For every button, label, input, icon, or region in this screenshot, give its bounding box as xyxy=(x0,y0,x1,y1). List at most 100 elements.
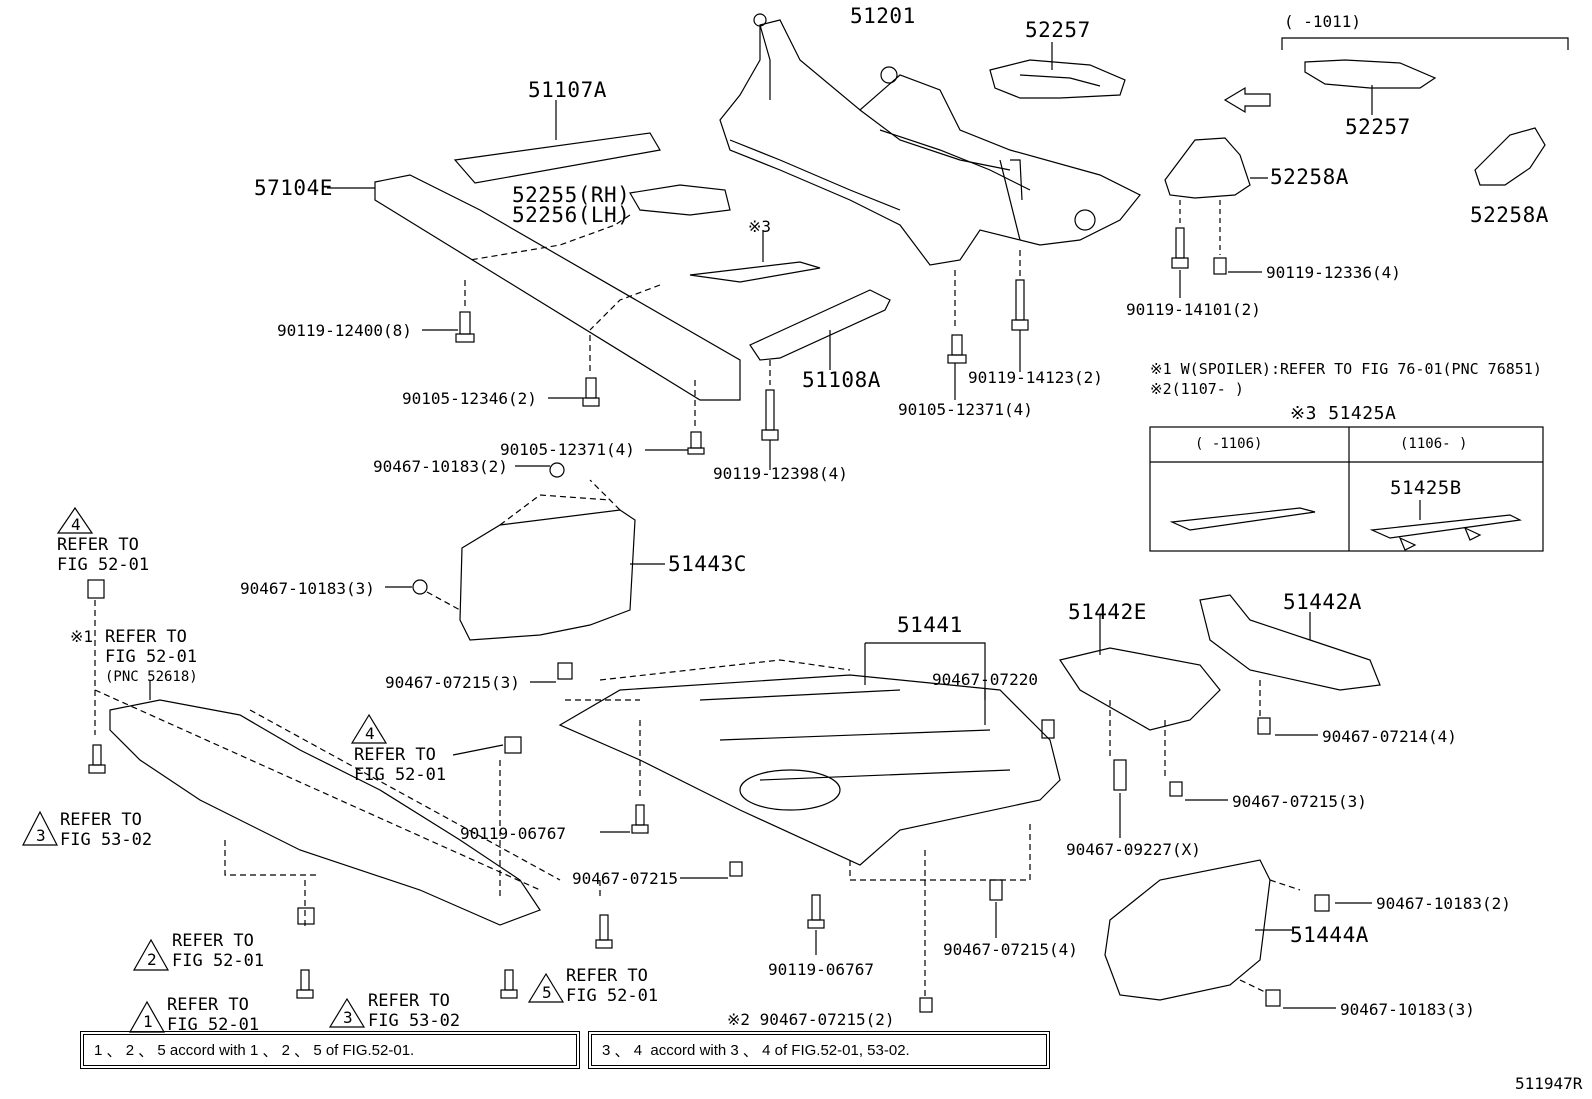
arrow-icon xyxy=(1223,86,1271,114)
part-label-52256: 52256(LH) xyxy=(512,203,631,227)
ref-text: FIG 53-02 xyxy=(60,830,153,850)
part-label-90467-07215-d: 90467-07215(4) xyxy=(943,940,1078,959)
member-51107A[interactable] xyxy=(453,132,661,184)
part-label-90119-12400: 90119-12400(8) xyxy=(277,321,412,340)
crossmember-57104E[interactable] xyxy=(374,174,741,401)
legend-number: 3 xyxy=(730,1041,739,1059)
ref-text: (PNC 52618) xyxy=(105,669,198,685)
legend-number: 1 xyxy=(94,1041,103,1059)
legend-number: 4 xyxy=(633,1041,643,1059)
engine-undercover-51441[interactable] xyxy=(558,674,1061,866)
bolt-icon xyxy=(88,744,825,999)
undercover-51442A[interactable] xyxy=(1199,594,1381,691)
ref-triangle-number: 3 xyxy=(36,826,46,845)
bracket-52257[interactable] xyxy=(989,42,1126,99)
ref-text: REFER TO xyxy=(368,991,450,1011)
note-mark-3: ※3 xyxy=(748,217,772,236)
part-label-90467-10183-d: 90467-10183(3) xyxy=(1340,1000,1475,1019)
bolt-icon xyxy=(1171,200,1227,275)
part-label-90467-09227: 90467-09227(X) xyxy=(1066,840,1201,859)
part-label-90119-12336: 90119-12336(4) xyxy=(1266,263,1401,282)
part-label-90467-07215: 90467-07215(3) xyxy=(385,673,520,692)
leader-lines xyxy=(452,681,1372,1009)
part-label-51443C: 51443C xyxy=(668,552,747,576)
part-label-51444A: 51444A xyxy=(1290,923,1369,947)
part-label-52257-b: 52257 xyxy=(1345,115,1411,139)
part-label-51107A: 51107A xyxy=(528,78,607,102)
part-label-90467-07220: 90467-07220 xyxy=(932,670,1038,689)
member-51108A[interactable] xyxy=(749,289,891,361)
clip-icon xyxy=(549,462,565,478)
part-label-90119-06767-b: 90119-06767 xyxy=(768,960,874,979)
brace-51425A[interactable] xyxy=(689,261,821,283)
part-label-90467-07215-c: 90467-07215 xyxy=(572,869,678,888)
part-label-52258A-b: 52258A xyxy=(1470,203,1549,227)
part-label-52257: 52257 xyxy=(1025,18,1091,42)
part-label-90467-07214: 90467-07214(4) xyxy=(1322,727,1457,746)
note-1: ※1 W(SPOILER):REFER TO FIG 76-01(PNC 768… xyxy=(1150,360,1542,378)
part-label-52258A: 52258A xyxy=(1270,165,1349,189)
dashed-lines xyxy=(499,479,621,526)
bolt-icon xyxy=(455,279,1029,455)
bracket-52258A-b[interactable] xyxy=(1474,127,1546,186)
ref-text: REFER TO xyxy=(167,995,249,1015)
reference-triangle-icon xyxy=(22,506,565,1033)
part-label-90467-10183-b: 90467-10183(3) xyxy=(240,579,375,598)
part-label-51425B: 51425B xyxy=(1390,477,1462,499)
part-label-51442A: 51442A xyxy=(1283,590,1362,614)
part-label-90105-12371: 90105-12371(4) xyxy=(898,400,1033,419)
variant-col-2: (1106- ) xyxy=(1400,436,1468,452)
ref-text: REFER TO xyxy=(172,931,254,951)
clip-icon xyxy=(87,579,1330,1013)
ref-text: FIG 52-01 xyxy=(172,951,265,971)
legend-number: 3 xyxy=(602,1041,611,1059)
legend-number: 1 xyxy=(249,1041,259,1059)
part-label-90105-12346: 90105-12346(2) xyxy=(402,389,537,408)
legend-box-2: 3 、 4 accord with 3 、 4 of FIG.52-01, 53… xyxy=(588,1031,1050,1069)
part-label-57104E: 57104E xyxy=(254,176,333,200)
mounting-lines xyxy=(464,250,1021,430)
ref-triangle-number: 5 xyxy=(542,983,552,1002)
splash-shield-51443C[interactable] xyxy=(459,509,636,641)
part-label-51441: 51441 xyxy=(897,613,963,637)
variant-table xyxy=(1149,426,1544,552)
ref-text: REFER TO xyxy=(105,627,187,647)
note-3: ※3 51425A xyxy=(1290,403,1397,424)
subframe-51201[interactable] xyxy=(719,13,1141,266)
part-label-90105-12371-b: 90105-12371(4) xyxy=(500,440,635,459)
ref-text: FIG 52-01 xyxy=(167,1015,260,1035)
ref-text: REFER TO xyxy=(60,810,142,830)
bracket-52258A[interactable] xyxy=(1164,137,1251,199)
part-label-90467-07215-e: ※2 90467-07215(2) xyxy=(727,1010,895,1029)
part-label-90119-14123: 90119-14123(2) xyxy=(968,368,1103,387)
clip-icon xyxy=(412,579,428,595)
cover-ribs xyxy=(699,689,1011,781)
undercover-51442E[interactable] xyxy=(1059,647,1221,731)
ref-triangle-number: 2 xyxy=(147,950,157,969)
ref-text: FIG 52-01 xyxy=(566,986,659,1006)
part-label-90119-14101: 90119-14101(2) xyxy=(1126,300,1261,319)
part-label-90467-07215-b: 90467-07215(3) xyxy=(1232,792,1367,811)
splash-shield-51444A[interactable] xyxy=(1104,859,1271,1001)
legend-number: 2 xyxy=(281,1041,290,1059)
part-label-90119-12398: 90119-12398(4) xyxy=(713,464,848,483)
bracket-52257-b[interactable] xyxy=(1304,59,1437,89)
note-mark-1: ※1 xyxy=(70,627,94,646)
part-label-51442E: 51442E xyxy=(1068,600,1147,624)
legend-number: 5 xyxy=(157,1041,166,1059)
dashed-lines xyxy=(94,600,1301,1000)
front-spoiler[interactable] xyxy=(109,699,541,926)
part-label-51108A: 51108A xyxy=(802,368,881,392)
bracket-52255[interactable] xyxy=(629,184,731,216)
part-label-52255: 52255(RH) xyxy=(512,183,631,207)
part-label-90119-06767: 90119-06767 xyxy=(460,824,566,843)
